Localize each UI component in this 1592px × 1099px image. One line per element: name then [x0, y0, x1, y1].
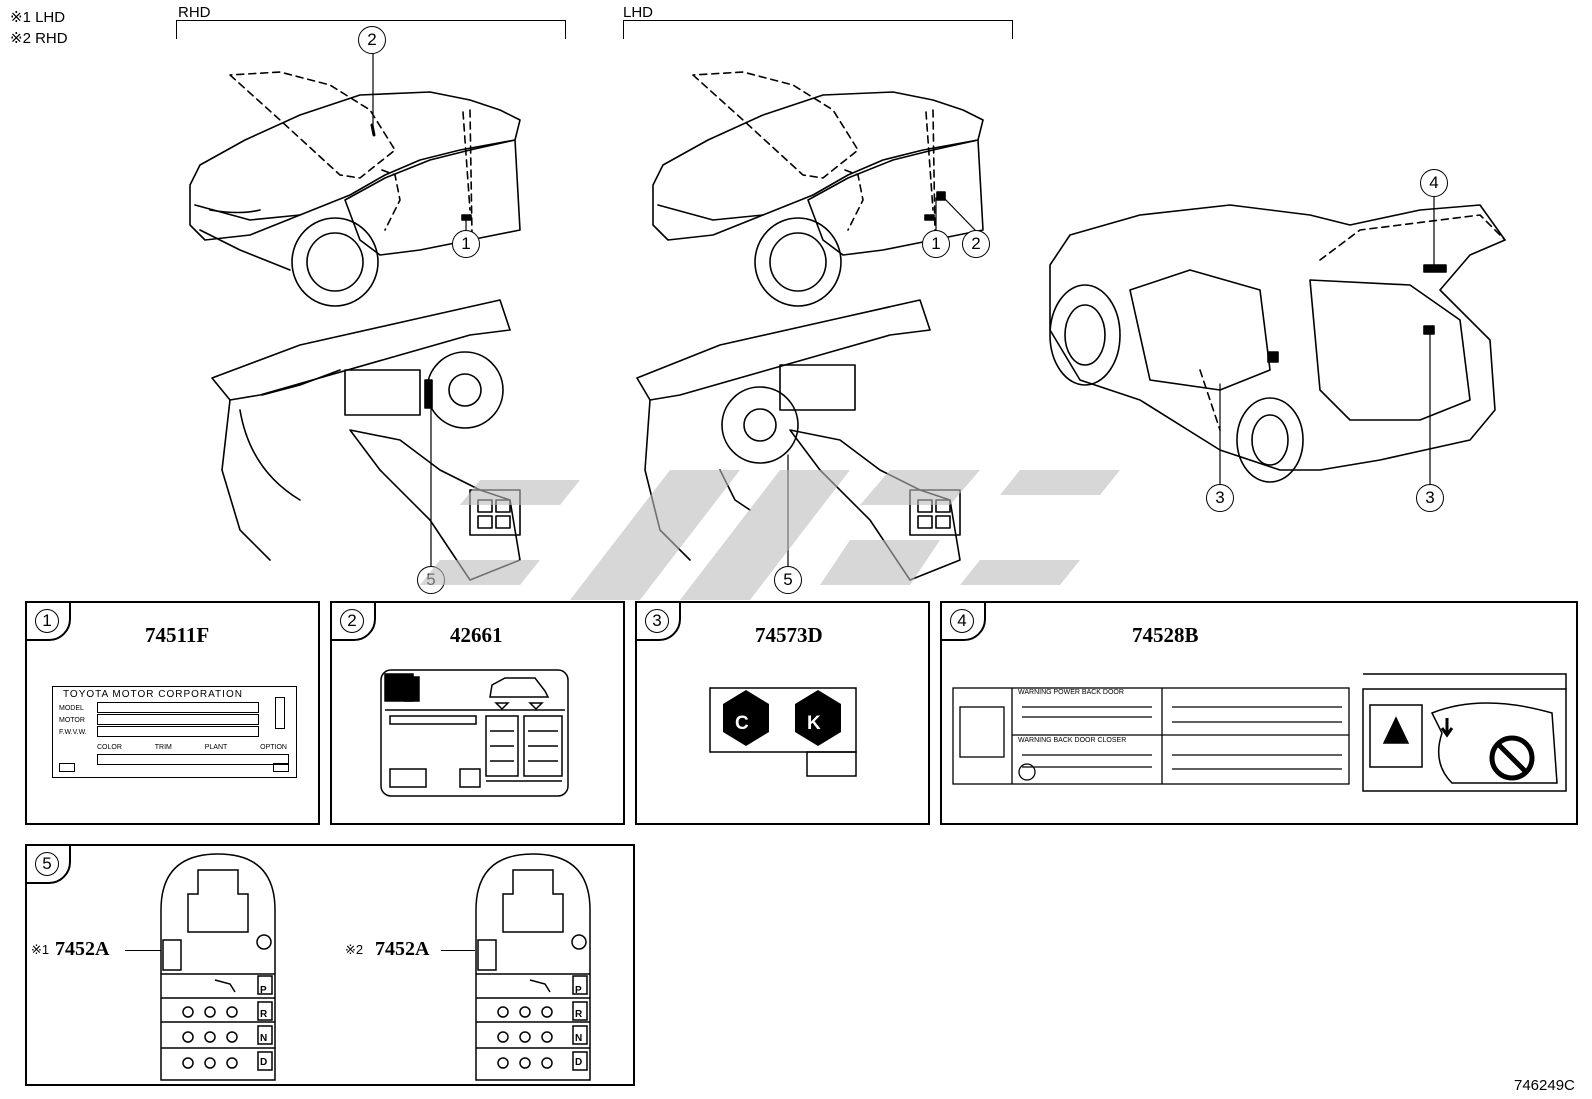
panel-1: 1 74511F TOYOTA MOTOR CORPORATION MODEL …	[25, 601, 320, 825]
part-number-42661: 42661	[450, 623, 503, 647]
console-label-rhd	[475, 853, 591, 1081]
leader-7452A-lhd	[125, 950, 161, 951]
callout-2-rhd: 2	[358, 26, 386, 54]
part-number-74528B: 74528B	[1132, 623, 1199, 647]
hexagon-c	[723, 690, 769, 746]
shift-letters-rhd: P R N D	[575, 979, 582, 1075]
shift-r: R	[260, 1009, 268, 1020]
rhd-front-vehicle-drawing	[189, 71, 521, 307]
back-door-warning-label	[952, 687, 1350, 785]
col-option: OPTION	[260, 744, 287, 751]
warn-power-back-door: WARNING POWER BACK DOOR	[1018, 689, 1124, 696]
console-label-lhd	[160, 853, 276, 1081]
shift-letters-lhd: P R N D	[260, 979, 267, 1075]
panel-2: 2 42661	[330, 601, 625, 825]
panel-4-number: 4	[950, 609, 974, 633]
callout-5-lhd: 5	[774, 566, 802, 594]
corner-box-left	[59, 763, 75, 772]
panel-5-number: 5	[35, 852, 59, 876]
part-number-74511F: 74511F	[145, 623, 210, 647]
shift-p: P	[260, 985, 267, 996]
rhd-bracket	[176, 20, 566, 39]
fwvw-field	[97, 726, 259, 737]
leader-7452A-rhd	[441, 950, 475, 951]
motor-field	[97, 714, 259, 725]
lhd-header: LHD	[623, 4, 654, 21]
callout-1-rhd: 1	[452, 230, 480, 258]
callout-1-lhd: 1	[922, 230, 950, 258]
panel-3-number: 3	[645, 609, 669, 633]
panel-1-number: 1	[35, 609, 59, 633]
figure-id: 746249C	[1514, 1077, 1575, 1094]
col-trim: TRIM	[154, 744, 172, 751]
lhd-bracket	[623, 20, 1013, 39]
panel-5: 5 ※1 7452A ※2 7452A P R N D	[25, 844, 635, 1086]
callout-2-lhd: 2	[962, 230, 990, 258]
model-field	[97, 702, 259, 713]
shift-n: N	[575, 1033, 583, 1044]
marker-1: ※1	[31, 942, 50, 957]
col-color: COLOR	[97, 744, 122, 751]
vehicle-id-label-title: TOYOTA MOTOR CORPORATION	[63, 689, 243, 700]
panel-4: 4 74528B WARNING POWER BACK DOOR WARNING…	[940, 601, 1578, 825]
row-model: MODEL	[59, 705, 84, 712]
option-cols: COLOR TRIM PLANT OPTION	[97, 744, 287, 751]
callout-3-rear-left: 3	[1206, 484, 1234, 512]
callout-3-rear-right: 3	[1416, 484, 1444, 512]
rhd-header: RHD	[178, 4, 211, 21]
shift-d: D	[575, 1057, 583, 1068]
vehicle-illustrations	[189, 51, 1506, 581]
color-code-label	[709, 687, 857, 777]
note-lhd: ※1 LHD	[10, 9, 66, 26]
watermark-logo	[420, 470, 1120, 600]
note-rhd: ※2 RHD	[10, 30, 68, 47]
panel-4-tab	[940, 601, 986, 641]
side-box	[275, 697, 285, 729]
pinch-warning-label	[1362, 673, 1567, 792]
vehicle-id-rows: MODEL MOTOR F.W.V.W.	[59, 703, 87, 739]
warn-back-door-closer: WARNING BACK DOOR CLOSER	[1018, 737, 1127, 744]
row-fwvw: F.W.V.W.	[59, 729, 87, 736]
rear-vehicle-drawing	[1049, 204, 1506, 483]
letter-k: K	[807, 713, 821, 734]
shift-d: D	[260, 1057, 268, 1068]
panel-2-number: 2	[340, 609, 364, 633]
part-number-7452A-rhd: 7452A	[375, 938, 430, 960]
callout-4-rear: 4	[1420, 169, 1448, 197]
tire-info-label	[380, 669, 569, 797]
info-icon	[404, 676, 420, 702]
shift-r: R	[575, 1009, 583, 1020]
part-number-74573D: 74573D	[755, 623, 823, 647]
marker-2: ※2	[345, 942, 364, 957]
letter-c: C	[735, 713, 749, 734]
hexagon-k	[795, 690, 841, 746]
col-plant: PLANT	[204, 744, 228, 751]
lhd-front-vehicle-drawing	[652, 71, 984, 307]
vehicle-id-label: TOYOTA MOTOR CORPORATION MODEL MOTOR F.W…	[52, 686, 297, 778]
part-number-7452A-lhd: 7452A	[55, 938, 110, 960]
shift-p: P	[575, 985, 582, 996]
row-motor: MOTOR	[59, 717, 85, 724]
corner-box-right	[273, 763, 289, 772]
vehicle-side-icon	[489, 677, 550, 698]
shift-n: N	[260, 1033, 268, 1044]
panel-3: 3 74573D C K	[635, 601, 930, 825]
option-field	[97, 754, 289, 765]
